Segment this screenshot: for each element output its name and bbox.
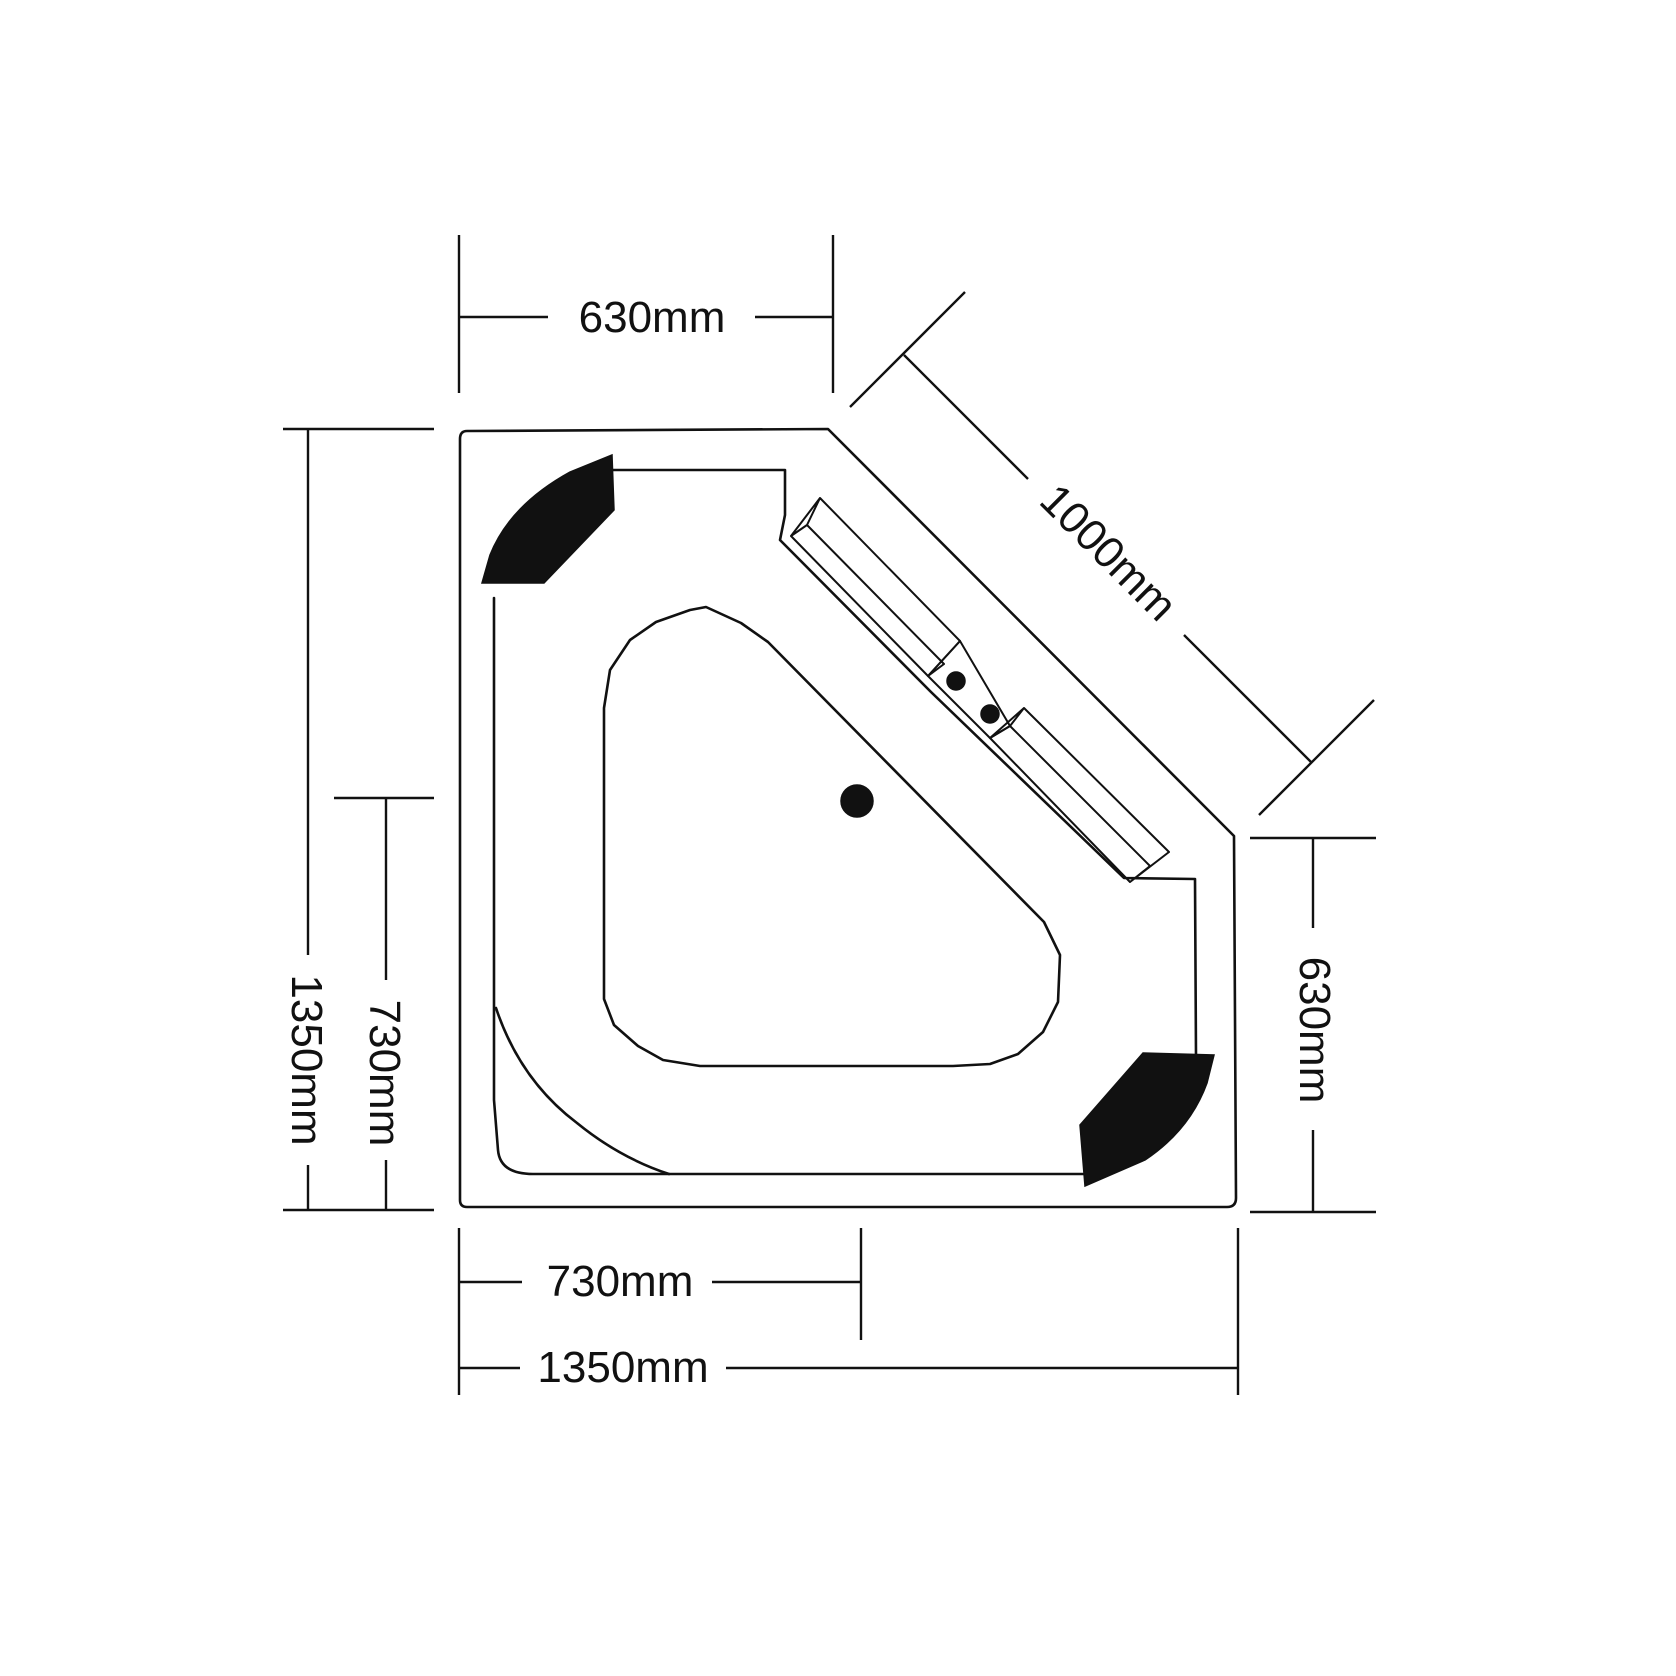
dimension-diagonal-label: 1000mm [1030, 475, 1186, 631]
dimension-top-width-label: 630mm [579, 293, 726, 342]
tub-outer-outline [458, 427, 1238, 1209]
dimension-right-height-label: 630mm [1290, 957, 1339, 1104]
dimension-bottom-total-label: 1350mm [537, 1343, 708, 1392]
dimension-left-total: 1350mm [282, 427, 434, 1212]
dimension-left-partial-label: 730mm [360, 1000, 409, 1147]
dimension-bottom-total: 1350mm [459, 1228, 1240, 1395]
dimension-top-width: 630mm [457, 235, 835, 393]
control-knob-1 [946, 671, 966, 691]
corner-seat-curve [494, 1006, 671, 1176]
shelf-upper [790, 497, 961, 677]
dimension-diagonal: 1000mm [849, 291, 1375, 816]
dimension-right-height: 630mm [1250, 836, 1376, 1214]
headrest-top-left [481, 453, 615, 584]
dimension-left-total-label: 1350mm [282, 974, 331, 1145]
tub-inner-rim [492, 468, 1198, 1176]
headrest-bottom-right [1079, 1052, 1215, 1188]
drain-hole [840, 784, 874, 818]
tub-footwell [602, 605, 1062, 1068]
control-panel [927, 640, 1011, 739]
shelf-lower [989, 707, 1170, 883]
dimension-left-partial: 730mm [334, 796, 434, 1210]
control-knob-2 [980, 704, 1000, 724]
dimension-bottom-partial-label: 730mm [547, 1257, 694, 1306]
dimension-bottom-partial: 730mm [457, 1228, 863, 1395]
